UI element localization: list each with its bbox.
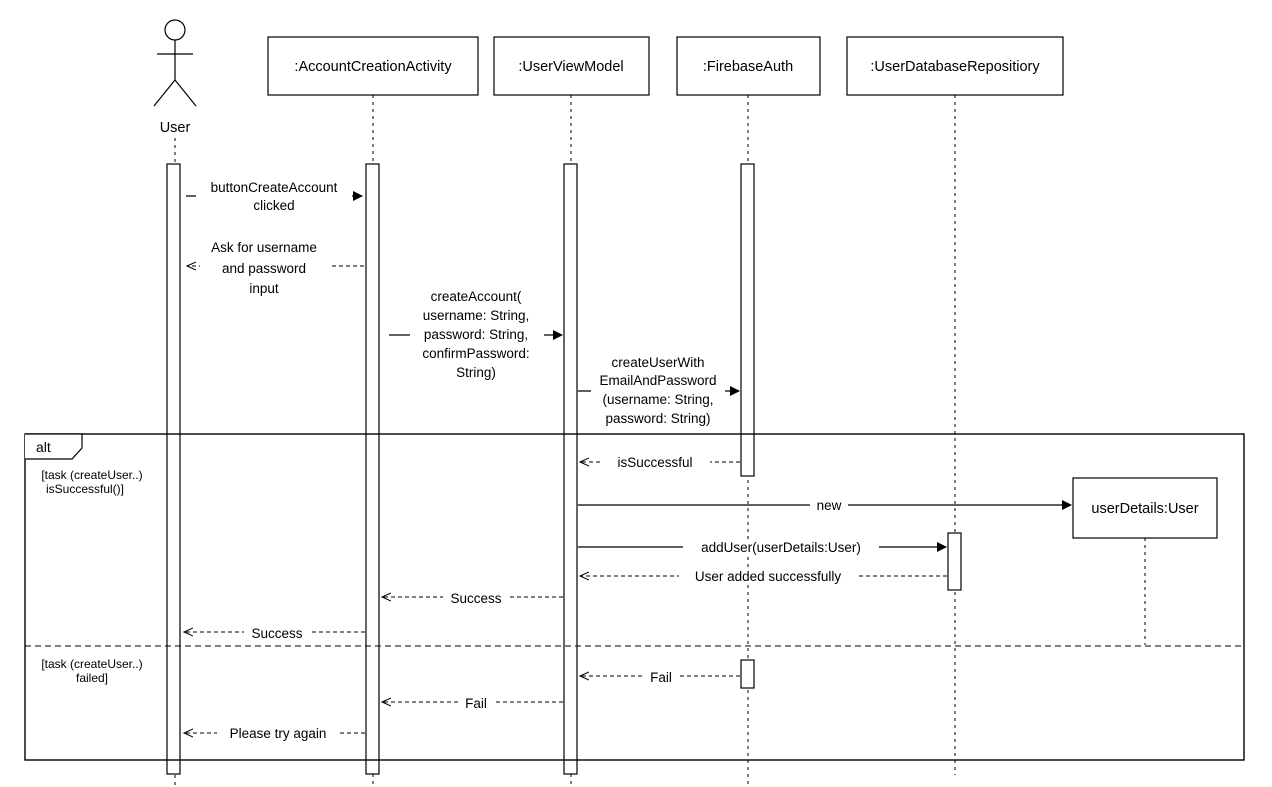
- message-is-successful: isSuccessful: [580, 454, 740, 471]
- alt-operator-label: alt: [36, 439, 51, 455]
- message-label: createUserWith: [611, 355, 704, 370]
- message-label: Ask for username: [211, 240, 317, 255]
- message-label: String): [456, 365, 496, 380]
- message-fail-to-view-model: Fail: [580, 669, 740, 686]
- message-label: createAccount(: [431, 289, 522, 304]
- message-label: Fail: [465, 696, 487, 711]
- message-label: confirmPassword:: [422, 346, 529, 361]
- user-actor: User: [153, 19, 197, 136]
- participant-user-view-model: :UserViewModel: [493, 36, 650, 96]
- message-user-added-successfully: User added successfully: [580, 568, 947, 585]
- activation-user-database-repository: [947, 532, 962, 591]
- message-label: Success: [450, 591, 501, 606]
- message-button-create-account-clicked: buttonCreateAccount clicked: [186, 180, 363, 214]
- message-label: addUser(userDetails:User): [701, 540, 861, 555]
- participant-user-database-repository: :UserDatabaseRepositiory: [846, 36, 1064, 96]
- alt-fragment: alt [task (createUser..) isSuccessful()]…: [24, 433, 1245, 761]
- activation-firebase-auth-2: [740, 659, 755, 689]
- message-label: User added successfully: [695, 569, 842, 584]
- actor-label: User: [160, 120, 191, 136]
- message-please-try-again: Please try again: [184, 725, 365, 742]
- message-create-account: createAccount( username: String, passwor…: [389, 287, 563, 380]
- activation-user-view-model: [563, 163, 578, 775]
- message-label: buttonCreateAccount: [211, 180, 338, 195]
- alt-guard-2-line-2: failed]: [76, 671, 108, 685]
- actor-right-leg: [174, 79, 197, 107]
- message-label: EmailAndPassword: [599, 373, 716, 388]
- participant-label: :FirebaseAuth: [703, 59, 793, 75]
- participant-label: :UserViewModel: [518, 59, 623, 75]
- activation-user: [166, 163, 181, 775]
- message-success-to-user: Success: [184, 625, 365, 642]
- message-label: Fail: [650, 670, 672, 685]
- alt-guard-1-line-1: [task (createUser..): [41, 468, 142, 482]
- message-new-user: new: [578, 497, 1072, 514]
- alt-guard-2-line-1: [task (createUser..): [41, 657, 142, 671]
- actor-head: [164, 19, 186, 41]
- message-success-to-activity: Success: [382, 590, 563, 607]
- message-label: new: [817, 498, 842, 513]
- alt-frame: [24, 433, 1245, 761]
- message-label: (username: String,: [602, 392, 713, 407]
- activation-firebase-auth-1: [740, 163, 755, 477]
- participant-label: :AccountCreationActivity: [294, 59, 452, 75]
- activation-account-creation-activity: [365, 163, 380, 775]
- alt-operator-tab: [25, 433, 83, 460]
- message-add-user: addUser(userDetails:User): [578, 539, 947, 556]
- participant-label: :UserDatabaseRepositiory: [870, 59, 1040, 75]
- message-label: password: String): [605, 411, 710, 426]
- message-label: input: [249, 281, 279, 296]
- participant-account-creation-activity: :AccountCreationActivity: [267, 36, 479, 96]
- message-fail-to-activity: Fail: [382, 695, 563, 712]
- actor-left-leg: [153, 79, 176, 107]
- alt-guard-1-line-2: isSuccessful()]: [46, 482, 124, 496]
- message-create-user-with-email-and-password: createUserWith EmailAndPassword (usernam…: [578, 354, 740, 428]
- message-label: isSuccessful: [617, 455, 692, 470]
- message-label: clicked: [253, 198, 294, 213]
- participant-firebase-auth: :FirebaseAuth: [676, 36, 821, 96]
- message-label: Success: [251, 626, 302, 641]
- message-label: Please try again: [230, 726, 327, 741]
- message-ask-for-username-password: Ask for username and password input: [187, 239, 364, 296]
- message-label: username: String,: [423, 308, 530, 323]
- message-label: password: String,: [424, 327, 528, 342]
- created-object-label: userDetails:User: [1091, 501, 1198, 517]
- created-object-user-details: userDetails:User: [1072, 477, 1218, 539]
- message-label: and password: [222, 261, 306, 276]
